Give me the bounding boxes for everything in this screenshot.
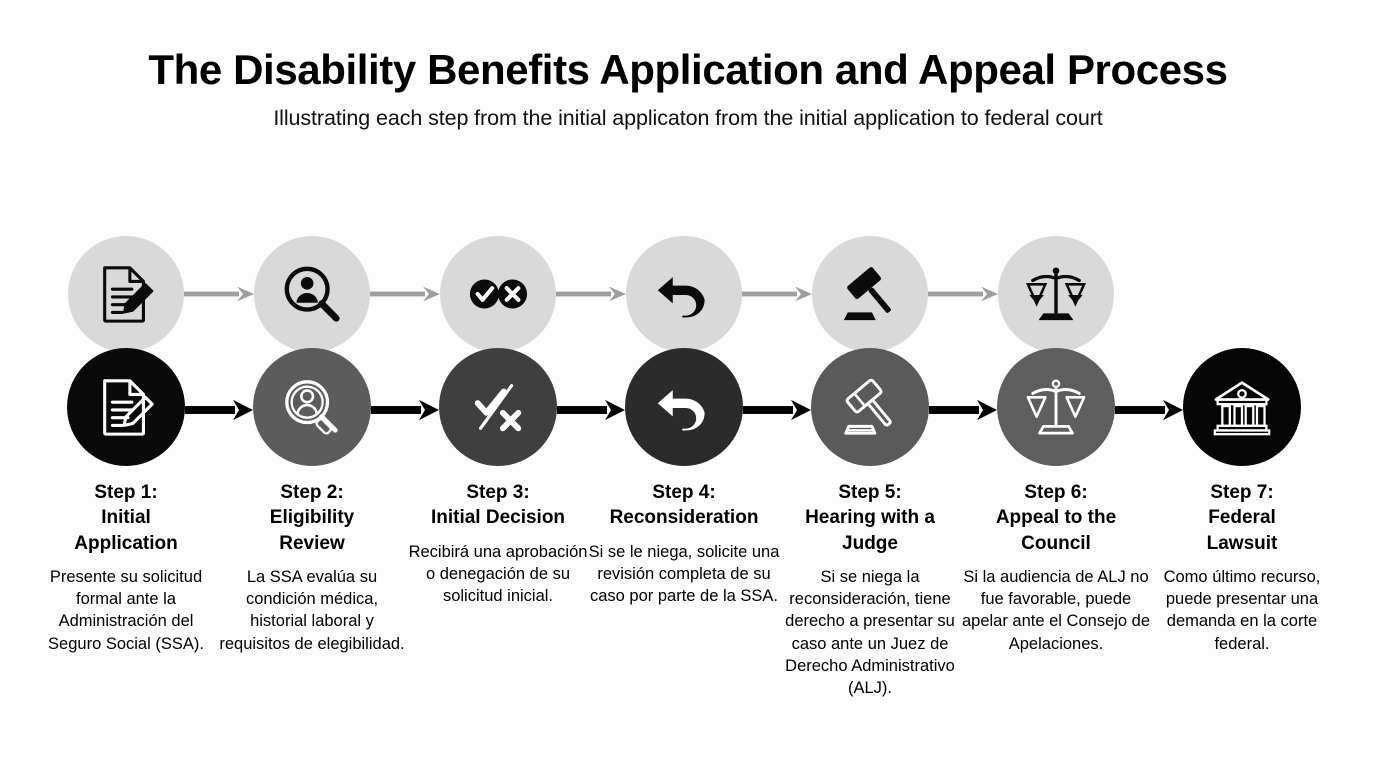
- step-6-title: Step 6: Appeal to the Council: [995, 482, 1117, 554]
- step-5-title: Step 5: Hearing with a Judge: [805, 482, 935, 554]
- step-1-title: Step 1: Initial Application: [74, 482, 178, 554]
- step-3-icon-circle: [439, 348, 557, 466]
- top-connector-arrow-3: [556, 286, 626, 302]
- step-7-title: Step 7: Federal Lawsuit: [1206, 482, 1278, 554]
- step-4-caption: Step 4: Reconsideration Si se le niega, s…: [588, 480, 780, 607]
- step-5-top-icon-circle: [812, 236, 928, 352]
- connector-arrow-3: [557, 399, 625, 421]
- infographic-header: The Disability Benefits Application and …: [0, 0, 1376, 131]
- undo-arrow-icon: [654, 377, 714, 437]
- step-4-top-icon-circle: [626, 236, 742, 352]
- document-pencil-icon: [95, 263, 157, 325]
- scales-of-justice-icon: [1025, 263, 1087, 325]
- connector-arrow-6: [1115, 399, 1183, 421]
- connector-arrow-5: [929, 399, 997, 421]
- step-2-top-icon-circle: [254, 236, 370, 352]
- process-step-1: [38, 236, 214, 476]
- connector-arrow-2: [371, 399, 439, 421]
- step-3-top-icon-circle: [440, 236, 556, 352]
- step-4-icon-circle: [625, 348, 743, 466]
- process-step-4: [596, 236, 772, 476]
- connector-arrow-1: [185, 399, 253, 421]
- step-1-top-icon-circle: [68, 236, 184, 352]
- step-5-description: Si se niega la reconsideración, tiene de…: [785, 567, 955, 698]
- process-step-7: [1154, 236, 1330, 476]
- top-connector-arrow-1: [184, 286, 254, 302]
- process-flow-diagram: [0, 236, 1376, 476]
- top-connector-arrow-5: [928, 286, 998, 302]
- step-3-description: Recibirá una aprobación o denegación de …: [408, 542, 588, 606]
- step-6-icon-circle: [997, 348, 1115, 466]
- connector-arrow-4: [743, 399, 811, 421]
- step-6-caption: Step 6: Appeal to the Council Si la audie…: [960, 480, 1152, 655]
- top-connector-arrow-4: [742, 286, 812, 302]
- step-2-description: La SSA evalúa su condición médica, histo…: [219, 567, 405, 653]
- step-2-title: Step 2: Eligibility Review: [269, 482, 355, 554]
- process-step-3: [410, 236, 586, 476]
- step-4-title: Step 4: Reconsideration: [609, 482, 759, 529]
- page-subtitle: Illustrating each step from the initial …: [273, 106, 1103, 131]
- person-magnifier-icon: [281, 263, 343, 325]
- gavel-icon: [839, 376, 901, 438]
- check-cross-icon: [467, 263, 529, 325]
- step-5-caption: Step 5: Hearing with a Judge Si se niega …: [774, 480, 966, 699]
- step-6-description: Si la audiencia de ALJ no fue favorable,…: [961, 567, 1151, 653]
- step-6-top-icon-circle: [998, 236, 1114, 352]
- scales-of-justice-icon: [1025, 376, 1087, 438]
- step-3-title: Step 3: Initial Decision: [430, 482, 566, 529]
- process-step-2: [224, 236, 400, 476]
- gavel-icon: [839, 263, 901, 325]
- step-2-caption: Step 2: Eligibility Review La SSA evalúa …: [216, 480, 408, 655]
- process-step-6: [968, 236, 1144, 476]
- undo-arrow-icon: [654, 264, 714, 324]
- step-4-description: Si se le niega, solicite una revisión co…: [588, 542, 780, 606]
- person-magnifier-icon: [281, 376, 343, 438]
- document-pencil-icon: [95, 376, 157, 438]
- process-step-5: [782, 236, 958, 476]
- step-7-icon-circle: [1183, 348, 1301, 466]
- step-1-description: Presente su solicitud formal ante la Adm…: [48, 567, 204, 653]
- courthouse-icon: [1212, 377, 1272, 437]
- top-connector-arrow-2: [370, 286, 440, 302]
- step-2-icon-circle: [253, 348, 371, 466]
- step-5-icon-circle: [811, 348, 929, 466]
- step-1-icon-circle: [67, 348, 185, 466]
- page-title: The Disability Benefits Application and …: [148, 46, 1228, 93]
- step-7-description: Como último recurso, puede presentar una…: [1163, 567, 1321, 653]
- check-cross-icon: [467, 376, 529, 438]
